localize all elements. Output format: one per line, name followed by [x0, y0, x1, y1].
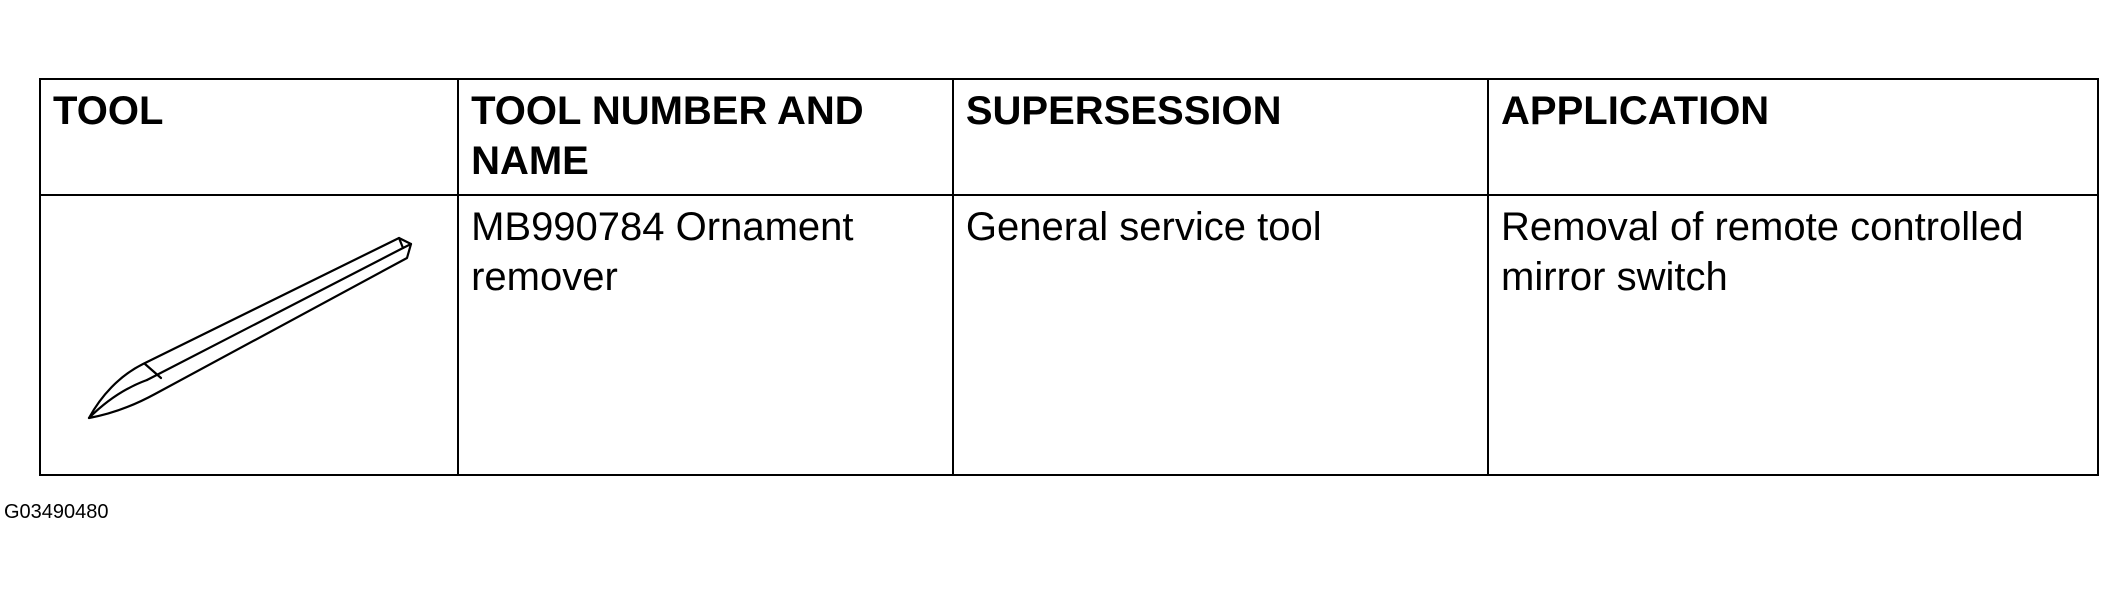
tool-image-cell: [38, 194, 460, 476]
table-row: MB990784 Ornament remover General servic…: [38, 194, 2099, 476]
figure-code: G03490480: [4, 501, 109, 523]
header-tool: TOOL: [38, 78, 460, 196]
supersession-cell: General service tool: [951, 194, 1490, 476]
table-header-row: TOOL TOOL NUMBER AND NAME SUPERSESSION A…: [38, 78, 2099, 196]
special-tool-table: TOOL TOOL NUMBER AND NAME SUPERSESSION A…: [38, 78, 2099, 476]
header-supersession: SUPERSESSION: [951, 78, 1490, 196]
header-application: APPLICATION: [1487, 78, 2099, 196]
application-cell: Removal of remote controlled mirror swit…: [1487, 194, 2099, 476]
tool-number-and-name-cell: MB990784 Ornament remover: [457, 194, 954, 476]
ornament-remover-tool-icon: [87, 236, 413, 420]
header-tool-number-and-name: TOOL NUMBER AND NAME: [457, 78, 954, 196]
